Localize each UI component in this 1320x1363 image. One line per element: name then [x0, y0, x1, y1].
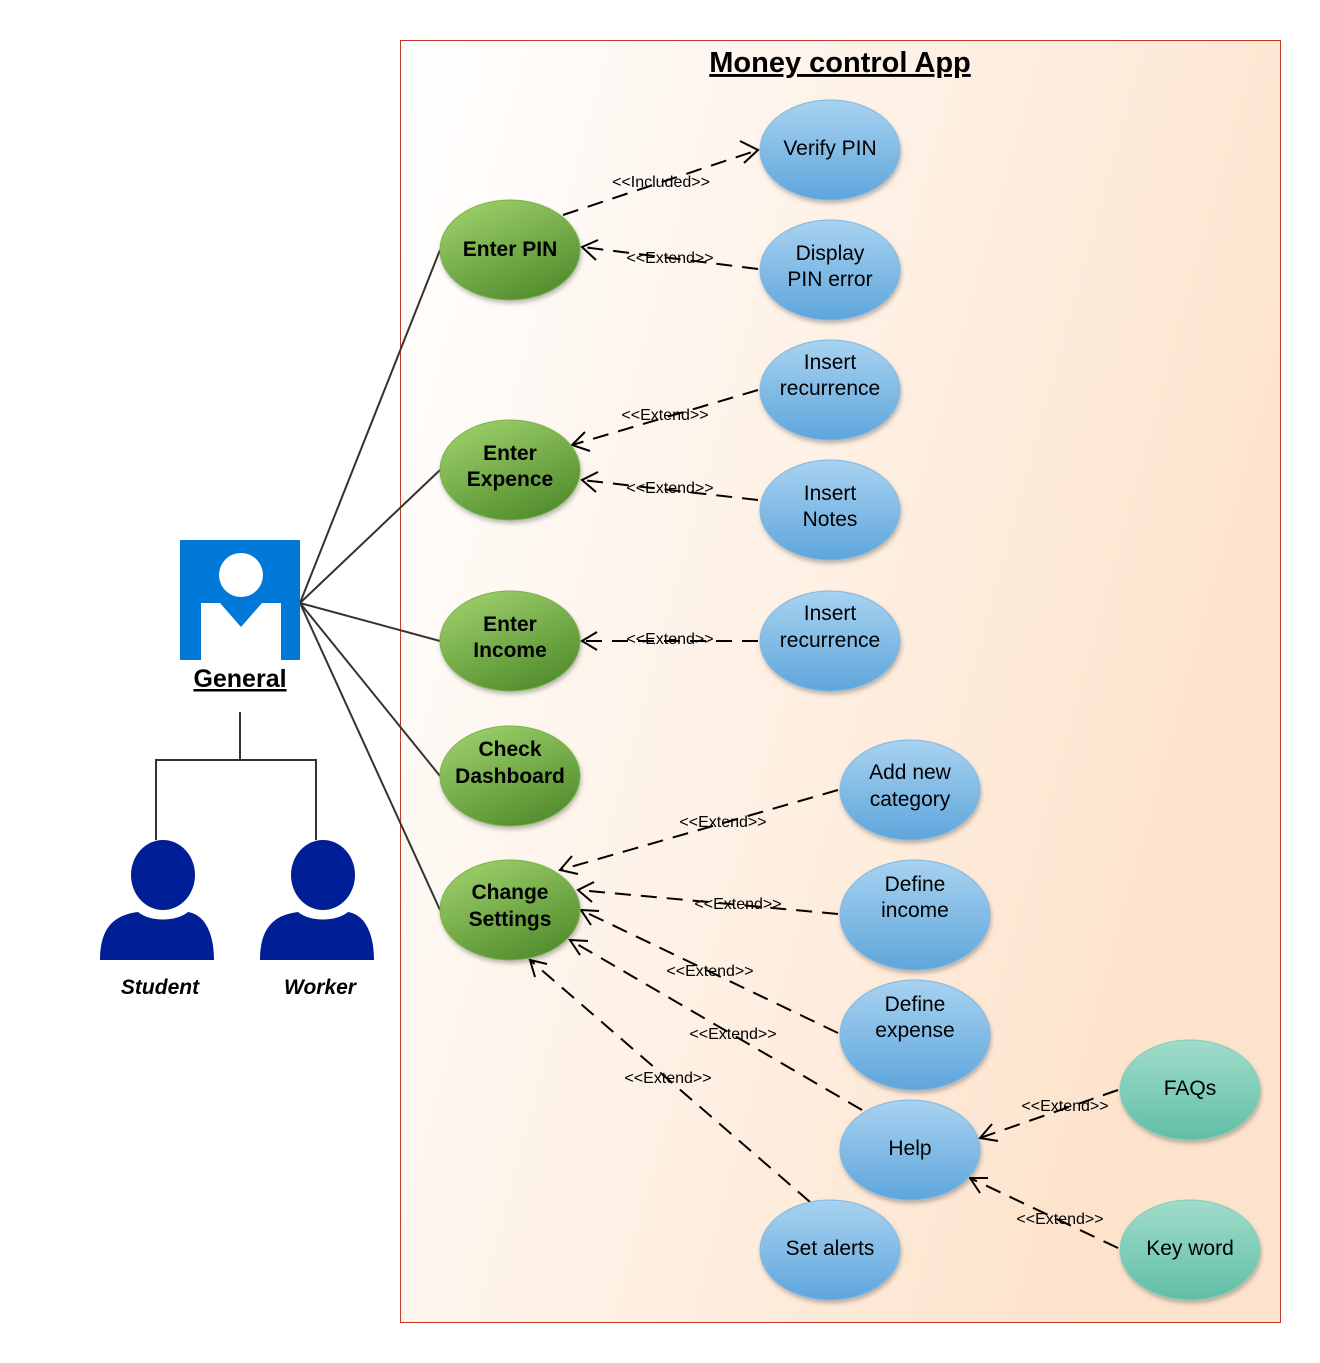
- actor-worker-label: Worker: [284, 976, 358, 999]
- use-case-label-line1: Insert: [804, 482, 857, 505]
- use-case-label: Set alerts: [786, 1237, 875, 1260]
- actor-general-label: General: [193, 665, 286, 693]
- use-case-label: Help: [888, 1137, 931, 1160]
- arrowhead-define-expense: [579, 908, 600, 926]
- label-extend-key-word: <<Extend>>: [1016, 1211, 1103, 1228]
- label-extend-faqs: <<Extend>>: [1021, 1098, 1108, 1115]
- actor-student-label: Student: [121, 976, 200, 999]
- arrowhead-faqs: [978, 1123, 999, 1142]
- use-case-add-new-category[interactable]: Add new category: [839, 739, 981, 841]
- use-case-label-line1: Insert: [804, 602, 857, 625]
- use-case-label-line2: Income: [473, 639, 547, 662]
- use-case-insert-recurrence-income[interactable]: Insert recurrence: [759, 590, 901, 692]
- use-case-label-line1: Change: [471, 881, 548, 904]
- use-case-label-line1: Define: [885, 873, 946, 896]
- label-included: <<Included>>: [612, 174, 710, 191]
- use-case-label-line2: income: [881, 899, 949, 922]
- use-case-faqs[interactable]: FAQs: [1119, 1039, 1261, 1141]
- label-extend-display-pin-error: <<Extend>>: [626, 250, 713, 267]
- label-extend-insert-notes: <<Extend>>: [626, 480, 713, 497]
- use-case-check-dashboard[interactable]: Check Dashboard: [439, 725, 581, 827]
- use-case-label-line1: Check: [478, 738, 541, 761]
- use-case-label: FAQs: [1164, 1077, 1217, 1100]
- actor-student[interactable]: Student: [100, 840, 214, 999]
- use-case-label-line2: recurrence: [780, 629, 880, 652]
- use-case-label: Key word: [1146, 1237, 1234, 1260]
- dep-display-pin-error: [581, 246, 759, 270]
- association-change-settings: [299, 602, 441, 911]
- association-enter-income: [299, 602, 441, 642]
- use-case-label-line1: Enter: [483, 613, 537, 636]
- arrowhead-display-pin-error: [580, 239, 599, 261]
- use-case-label-line1: Insert: [804, 351, 857, 374]
- use-case-label-line2: PIN error: [787, 268, 872, 291]
- arrowhead-set-alerts: [528, 958, 548, 978]
- dep-help: [569, 939, 863, 1111]
- dependency-arrows: <<Included>> <<Extend>> <<Extend>> <<Ext…: [528, 140, 1119, 1249]
- use-case-label: Verify PIN: [783, 137, 876, 160]
- dep-add-new-category: [559, 789, 839, 871]
- use-case-enter-expence[interactable]: Enter Expence: [439, 419, 581, 521]
- association-enter-pin: [299, 249, 441, 604]
- actor-general[interactable]: General: [180, 540, 300, 693]
- use-case-insert-recurrence-expence[interactable]: Insert recurrence: [759, 339, 901, 441]
- association-enter-expence: [299, 469, 441, 604]
- general-actor-icon: [180, 540, 300, 660]
- use-case-enter-income[interactable]: Enter Income: [439, 590, 581, 692]
- actor-associations: [299, 249, 441, 911]
- use-case-help[interactable]: Help: [839, 1099, 981, 1201]
- arrowhead-add-new-category: [558, 855, 579, 875]
- use-case-label: Enter PIN: [463, 238, 558, 261]
- label-extend-define-expense: <<Extend>>: [666, 963, 753, 980]
- use-case-label-line2: Expence: [467, 468, 553, 491]
- use-case-label-line1: Add new: [869, 761, 952, 784]
- actor-worker[interactable]: Worker: [260, 840, 374, 999]
- system-title: Money control App: [709, 47, 971, 79]
- use-case-verify-pin[interactable]: Verify PIN: [759, 99, 901, 201]
- use-case-label-line2: category: [870, 788, 951, 811]
- use-case-label-line2: expense: [875, 1019, 954, 1042]
- use-case-label-line2: Dashboard: [455, 765, 565, 788]
- dep-verify-pin: [562, 149, 759, 216]
- label-extend-add-new-category: <<Extend>>: [679, 814, 766, 831]
- label-extend-insert-recurrence-2: <<Extend>>: [626, 631, 713, 648]
- use-case-label-line1: Display: [796, 242, 865, 265]
- dep-define-income: [577, 889, 839, 915]
- use-case-label-line2: Notes: [803, 508, 858, 531]
- student-person-icon: [100, 840, 214, 960]
- arrowhead-key-word: [968, 1177, 988, 1194]
- arrowhead-insert-recurrence-1: [570, 431, 591, 452]
- use-case-change-settings[interactable]: Change Settings: [439, 859, 581, 961]
- use-case-set-alerts[interactable]: Set alerts: [759, 1199, 901, 1301]
- generalization-connector: [155, 712, 317, 840]
- association-check-dashboard: [299, 602, 441, 777]
- use-case-define-income[interactable]: Define income: [839, 859, 991, 971]
- label-extend-help: <<Extend>>: [689, 1026, 776, 1043]
- dep-insert-notes: [581, 479, 759, 501]
- dep-define-expense: [580, 909, 839, 1034]
- use-case-key-word[interactable]: Key word: [1119, 1199, 1261, 1301]
- label-extend-set-alerts: <<Extend>>: [624, 1070, 711, 1087]
- arrowhead-insert-recurrence-2: [580, 631, 598, 651]
- use-case-label-line2: Settings: [469, 908, 552, 931]
- use-case-label-line2: recurrence: [780, 377, 880, 400]
- use-case-label-line1: Define: [885, 993, 946, 1016]
- use-case-enter-pin[interactable]: Enter PIN: [439, 199, 581, 301]
- use-case-define-expense[interactable]: Define expense: [839, 979, 991, 1091]
- arrowhead-insert-notes: [580, 471, 599, 493]
- label-extend-define-income: <<Extend>>: [694, 896, 781, 913]
- arrowhead-help: [568, 938, 589, 956]
- use-case-display-pin-error[interactable]: Display PIN error: [759, 219, 901, 321]
- use-case-insert-notes[interactable]: Insert Notes: [759, 459, 901, 561]
- use-case-label-line1: Enter: [483, 442, 537, 465]
- arrowhead-verify-pin: [739, 140, 760, 164]
- arrowhead-define-income: [576, 881, 595, 903]
- dep-key-word: [969, 1177, 1119, 1249]
- label-extend-insert-recurrence-1: <<Extend>>: [621, 407, 708, 424]
- dep-set-alerts: [529, 959, 811, 1203]
- dep-insert-recurrence-1: [571, 389, 759, 446]
- worker-person-icon: [260, 840, 374, 960]
